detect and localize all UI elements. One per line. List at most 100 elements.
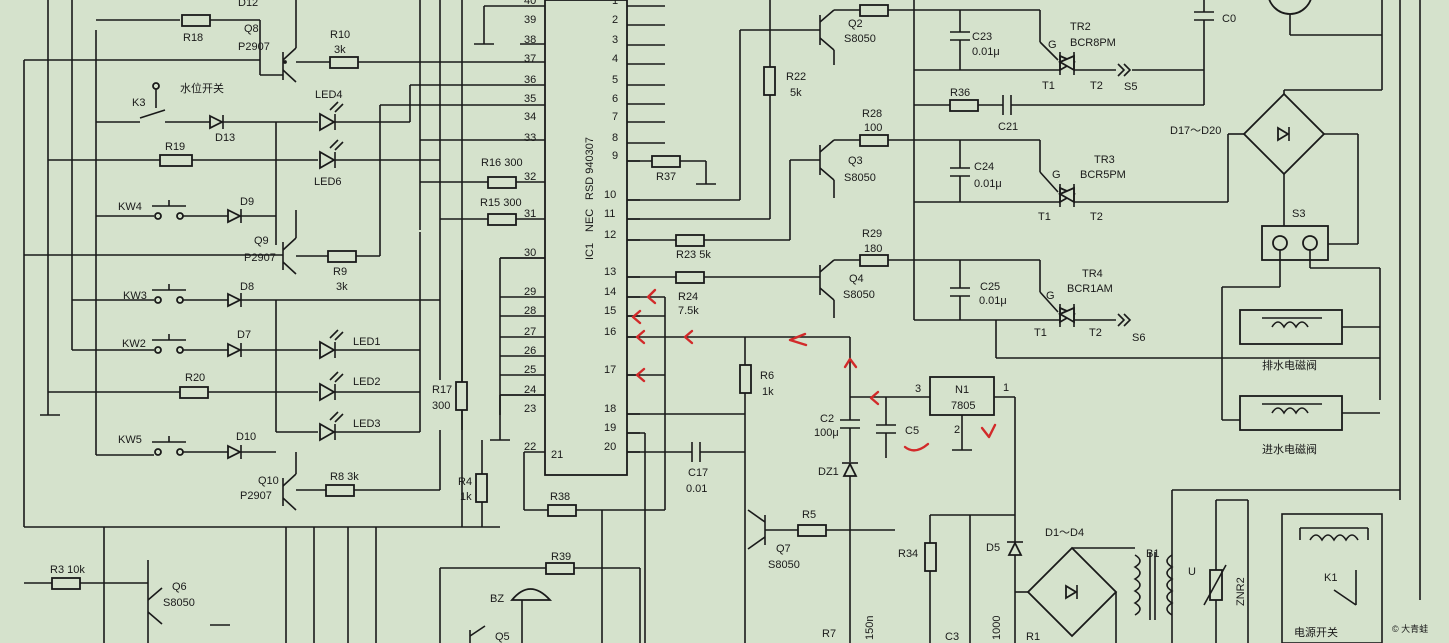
ic1-pin-11: 11 [604,208,615,220]
ic1-pin-34: 34 [524,111,536,123]
ic1-pin-37: 37 [524,53,536,65]
r5-label: R5 [802,509,816,521]
motor-symbol [1268,0,1312,15]
power-switch-label: 电源开关 [1294,625,1338,639]
ic1-pin-27: 27 [524,326,536,338]
r17-resistor [455,381,468,411]
r20-label: R20 [185,372,205,384]
k1-relay-box [1281,513,1383,643]
c24-label: C24 [974,161,994,173]
red-arrow-up [843,357,858,369]
r39-label: R39 [551,551,571,563]
r6-label: R6 [760,370,774,382]
r3-q6: R3 10k Q6 S8050 [24,527,377,643]
d17-d20-label: D17～D20 [1170,125,1221,137]
ic1-pin-13: 13 [604,266,616,278]
ic1-pin-32: 32 [524,171,536,183]
snubber-caps: C23 0.01μ C24 0.01μ C25 0.01μ [950,10,1007,320]
q2-type: S8050 [844,33,876,45]
ic1-pin-3: 3 [612,34,618,46]
ic1-pin-6: 6 [612,93,618,105]
r15-resistor [487,213,517,226]
ic1-pin-18: 18 [604,403,616,415]
r8-label: R8 3k [330,471,359,483]
ic1-pin-1: 1 [612,0,618,7]
regulator-section: C2 100μ DZ1 C5 N1 7805 3 1 2 R34 D5 R7 1… [814,337,1040,643]
r9-label: R9 [333,266,347,278]
n1-part: 7805 [951,400,975,412]
red-arrow-top [788,332,808,347]
ic1-pin-9: 9 [612,150,618,162]
c25-label: C25 [980,281,1000,293]
bz-label: BZ [490,593,504,605]
k3-water-switch: K3 水位开关 D13 [96,81,318,144]
c17-label: C17 [688,467,708,479]
tr4-t2-label: T2 [1089,327,1102,339]
tr2-t2-label: T2 [1090,80,1103,92]
q10-label: Q10 [258,475,279,487]
tr4-t1-label: T1 [1034,327,1047,339]
red-tick-c5 [903,442,930,452]
tr2-g-label: G [1048,39,1057,51]
tr3-type: BCR5PM [1080,169,1126,181]
r16-label: R16 300 [481,157,523,169]
ic1-pin-5: 5 [612,74,618,86]
ic-right-side: R37 R23 5k R24 7.5k R22 5k C17 0.01 [627,0,850,643]
r37-resistor [651,155,681,168]
r38-resistor [547,504,577,517]
led4-led6: LED4 R19 LED6 [48,84,545,245]
q9-type: P2907 [244,252,276,264]
d9-label: D9 [240,196,254,208]
r29-label: R29 [862,228,882,240]
ic1-pin-28: 28 [524,305,536,317]
k3-label: K3 [132,97,145,109]
triac-common: R36 C21 [913,0,1380,359]
tr3-g-label: G [1052,169,1061,181]
tr4-type: BCR1AM [1067,283,1113,295]
c21-label: C21 [998,121,1018,133]
r28-value: 100 [864,122,882,134]
kw4-label: KW4 [118,201,142,213]
dz1-label: DZ1 [818,466,839,478]
r22-label: R22 [786,71,806,83]
q6-type: S8050 [163,597,195,609]
q7-label: Q7 [776,543,791,555]
led4-label: LED4 [315,89,343,101]
r34-label: R34 [898,548,918,560]
c3-label: C3 [945,631,959,643]
r7-label: R7 [822,628,836,640]
buzzer-icon [510,588,553,601]
ic1-pin-38: 38 [524,34,536,46]
d12-label: D12 [238,0,258,9]
r4-label: R4 [458,476,472,488]
q9-stage: Q9 P2907 R9 3k [24,105,381,293]
r-q2-resistor [859,4,889,17]
drain-valve-label: 排水电磁阀 [1262,358,1317,372]
r24-label: R24 [678,291,698,303]
tr4-label: TR4 [1082,268,1103,280]
kw3-label: KW3 [123,290,147,302]
s3-label: S3 [1292,208,1305,220]
kw3-kw2-leds: KW3 D8 KW2 D7 LED1 R20 LED2 LED3 [48,232,440,442]
r29-resistor [859,254,889,267]
n1-pin2: 2 [954,424,960,436]
r22-resistor [763,66,776,96]
r24-resistor [675,271,705,284]
c24-value: 0.01μ [974,178,1002,190]
ic1-pin-12: 12 [604,229,616,241]
r17: R17 300 [432,270,468,430]
kw5-q10: KW5 D10 Q10 P2907 R8 3k [96,430,441,511]
red-arrow-c2 [869,390,880,406]
r36-label: R36 [950,87,970,99]
n1-pin1: 1 [1003,382,1009,394]
kw4-switch: KW4 D9 [96,196,276,224]
ic1-pin-21: 21 [551,449,563,461]
r28-resistor [859,134,889,147]
q2-driver: Q2 S8050 [819,4,1040,65]
kw5-label: KW5 [118,434,142,446]
ic1-pin-25: 25 [524,364,536,376]
triac-tr3: G TR3 BCR5PM T1 T2 [1038,140,1228,223]
r4-r38-r39-bz: R4 1k R38 R39 BZ Q5 [439,257,665,643]
inlet-valve [1239,395,1343,431]
n1-pin3: 3 [915,383,921,395]
